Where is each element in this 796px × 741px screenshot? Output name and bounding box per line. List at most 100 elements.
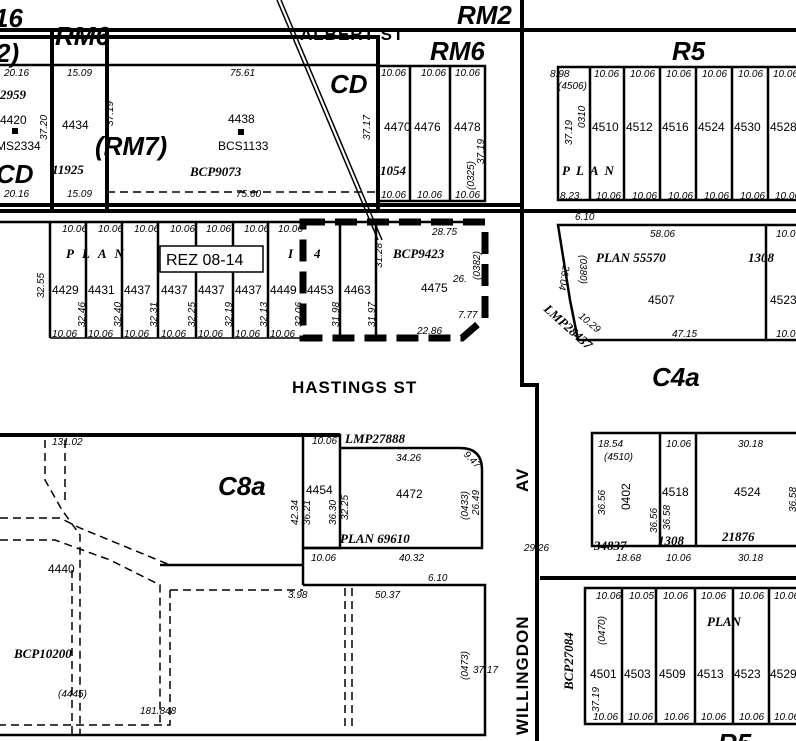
dimension-label: 26.: [452, 274, 467, 285]
zone-label-rm7: (RM7): [95, 131, 167, 161]
dimension-label: 36.58: [788, 487, 796, 512]
east-mid-lots: [540, 431, 796, 580]
dimension-label: 10.06: [161, 329, 186, 340]
plan-label: BCP27084: [561, 632, 576, 691]
lot-number-label: 4429: [52, 283, 79, 297]
dimension-label: 32.19: [224, 302, 235, 327]
dimension-label: 20.16: [3, 189, 29, 200]
lot-number-label: 4440: [48, 562, 75, 576]
dimension-label: 10.06: [596, 591, 621, 602]
zone-label-rm6: RM6: [55, 21, 110, 51]
lot-number-label: 4449: [270, 283, 297, 297]
street-label-albert: ALBERT ST: [300, 25, 404, 44]
dimension-label: 23.04: [556, 263, 571, 291]
dimension-label: 32.06: [294, 302, 305, 327]
dimension-label: 40.32: [399, 553, 424, 564]
street-label-av: AV: [513, 468, 532, 492]
dimension-label: 31.98: [331, 302, 342, 327]
street-label-hastings: HASTINGS ST: [292, 378, 417, 397]
dimension-label: 10.06: [668, 191, 693, 202]
dimension-label: 10.06: [666, 553, 691, 564]
parcel-boundary: [556, 65, 796, 202]
plan-label: 2959: [0, 87, 27, 102]
east-mid-labels: 4518 4524 0402 (4510) 34837 1308 21876 1…: [593, 439, 796, 564]
lot-number-label: 4507: [648, 293, 675, 307]
dimension-label: 10.06: [312, 436, 337, 447]
lot-number-label: 4437: [161, 283, 188, 297]
dimension-label: 15.09: [67, 68, 92, 79]
dimension-label: 10.06: [381, 68, 406, 79]
dimension-label: 3.98: [288, 590, 308, 601]
parcel-boundary: [303, 446, 484, 550]
dimension-label: 7.77: [458, 310, 478, 321]
lot-number-label: 4475: [421, 281, 448, 295]
dimension-label: (0433): [460, 491, 471, 520]
dimension-label: (0473): [460, 651, 471, 680]
lot-number-label: 4524: [734, 485, 761, 499]
dimension-label: (4445): [58, 689, 87, 700]
lot-number-label: 4453: [307, 283, 334, 297]
dimension-label: 10.06: [170, 224, 195, 235]
plan-label: I 5 4: [287, 246, 323, 261]
zone-label: 2): [0, 38, 19, 68]
r5-top-lots: [556, 65, 796, 202]
dimension-label: 10.06: [775, 191, 796, 202]
dimension-label: 10.06: [663, 591, 688, 602]
zone-label-c4a: C4a: [652, 362, 700, 392]
dimension-label: 10.06: [198, 329, 223, 340]
dimension-label: 10.06: [739, 712, 764, 723]
lot-number-label: 4512: [626, 120, 653, 134]
dimension-label: 36.58: [662, 505, 673, 530]
plan-label: 21876: [721, 529, 755, 544]
lot-number-label: 4420: [0, 113, 27, 127]
dimension-label: 10.06: [593, 712, 618, 723]
lot-number-label: 4503: [624, 667, 651, 681]
rezoning-label: REZ 08-14: [166, 252, 243, 269]
dimension-label: 32.40: [113, 302, 124, 327]
dimension-label: 10.06: [381, 190, 406, 201]
dimension-label: 6.10: [428, 573, 448, 584]
dimension-label: 32.46: [77, 302, 88, 327]
diagonal-line: [280, 0, 383, 241]
dimension-label: 10.06: [594, 69, 619, 80]
dimension-label: 30.18: [738, 553, 763, 564]
hastings-north-labels: 4429 4431 4437 4437 4437 4437 4449 4453 …: [36, 224, 483, 340]
dimension-label: 31.28: [374, 243, 385, 268]
dimension-label: 34.26: [396, 453, 421, 464]
lot-number-label: BCS1133: [218, 139, 269, 153]
lot-number-label: 4463: [344, 283, 371, 297]
dimension-label: 28.75: [431, 227, 457, 238]
dimension-label: 37.20: [39, 115, 50, 140]
plan-label: PLAN 55570: [596, 250, 666, 265]
dimension-label: 37.19: [105, 101, 116, 126]
parcel-4507: [556, 223, 796, 342]
dimension-label: (0382): [472, 251, 483, 280]
dimension-label: 32.31: [149, 302, 160, 327]
dimension-label: 10.06: [773, 69, 796, 80]
dimension-label: 10.06: [311, 553, 336, 564]
lot-number-label: 4470: [384, 120, 411, 134]
dimension-label: 10.06: [278, 224, 303, 235]
plan-label: PLAN: [66, 246, 132, 261]
lot-number-label: 4454: [306, 483, 333, 497]
dimension-label: 10.05: [629, 591, 654, 602]
dimension-label: 10.06: [124, 329, 149, 340]
rm6-lots: [376, 64, 487, 203]
dimension-label: 10.06: [702, 69, 727, 80]
parcel-boundary: [0, 517, 171, 566]
dimension-label: 10.06: [52, 329, 77, 340]
lot-number-label: 4528: [770, 120, 796, 134]
dimension-label: 6.10: [575, 212, 595, 223]
lot-number-label: 4431: [88, 283, 115, 297]
zone-label-c8a: C8a: [218, 471, 266, 501]
dimension-label: (0380): [577, 255, 588, 284]
c8a-block: [0, 433, 487, 737]
parcel-boundary: [0, 590, 171, 726]
dimension-label: 10.06: [98, 224, 123, 235]
lot-number-label: 4518: [662, 485, 689, 499]
parcel-boundary: [0, 583, 487, 737]
dimension-label: 15.09: [67, 189, 92, 200]
lot-number-label: 4501: [590, 667, 617, 681]
zone-label-r5: R5: [672, 36, 706, 66]
